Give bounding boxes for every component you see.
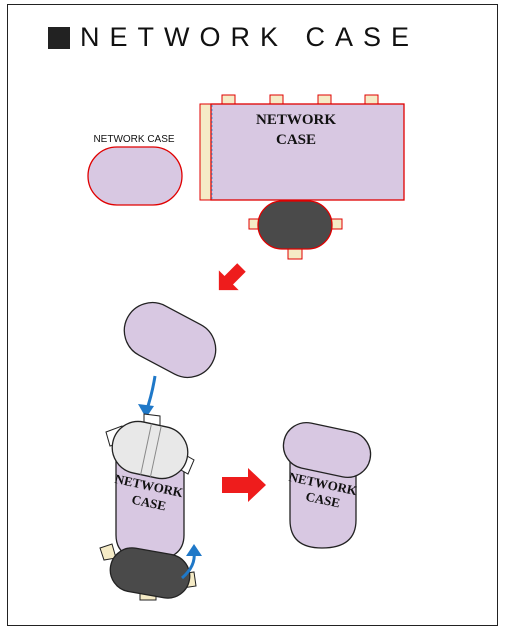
template-body-label-2: CASE (276, 132, 316, 148)
template-body (210, 103, 405, 201)
assembly-left: NETWORK CASE (99, 413, 202, 601)
template-side-label: NETWORK CASE (93, 134, 174, 145)
result-label-2: CASE (304, 489, 341, 511)
assembly-left-label-2: CASE (130, 492, 167, 514)
template-body-label-1: NETWORK (256, 112, 336, 128)
title-text: NETWORK CASE (80, 22, 420, 52)
blue-curved-arrow-icon (181, 544, 202, 580)
template-top-oval (87, 146, 183, 206)
title-square-icon (48, 26, 70, 49)
assembly-bottom-oval (109, 547, 191, 599)
template-glue-strip (199, 103, 212, 201)
blue-arrow-icon (138, 375, 157, 418)
red-arrow-icon (218, 263, 246, 291)
result-top-oval (282, 421, 372, 479)
page-title: NETWORK CASE (48, 22, 419, 53)
assembly-top-lid (111, 420, 189, 480)
page-frame (7, 4, 498, 626)
step-oval-lid (123, 301, 217, 379)
template-net: NETWORK CASE NETWORK CASE (87, 94, 405, 260)
assembly-result: NETWORK CASE (282, 421, 372, 549)
template-bottom-oval (257, 200, 333, 250)
red-arrow-icon (222, 468, 266, 502)
